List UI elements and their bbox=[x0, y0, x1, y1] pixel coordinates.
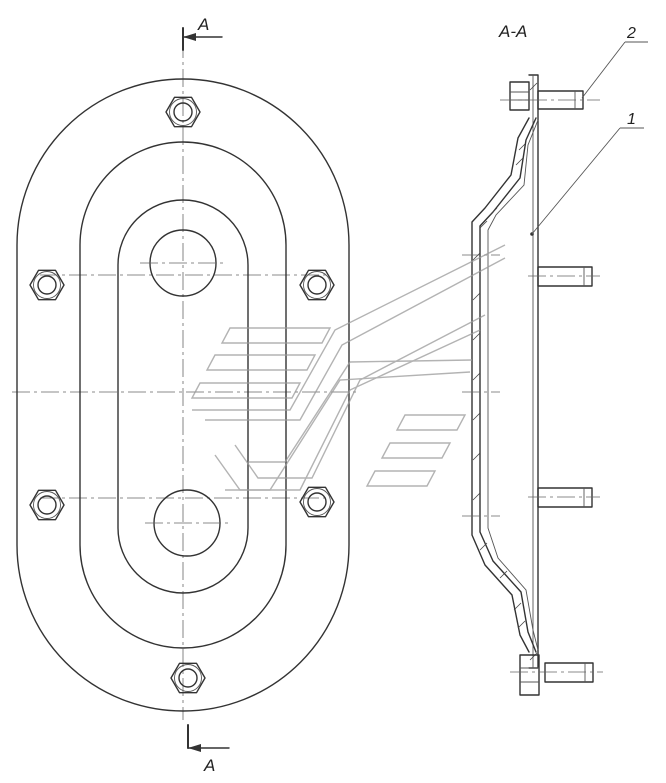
stud-lower bbox=[528, 487, 600, 508]
cover-wall-outer bbox=[471, 117, 530, 653]
bolt-nut-right-lower bbox=[299, 486, 335, 518]
callout-2-label: 2 bbox=[626, 25, 636, 42]
callout-1-label: 1 bbox=[627, 111, 636, 128]
section-hatch bbox=[472, 82, 538, 661]
front-view: A A bbox=[12, 15, 360, 775]
section-letter-bottom: A bbox=[203, 756, 215, 775]
bolt-nut-left-lower bbox=[29, 489, 65, 521]
watermark-logo bbox=[190, 244, 506, 491]
bolt-bottom-section bbox=[510, 654, 603, 696]
cover-recess bbox=[117, 199, 249, 594]
flange-plate bbox=[528, 74, 539, 669]
section-view: A-A bbox=[462, 22, 648, 696]
bolt-nut-bottom bbox=[170, 662, 206, 694]
cover-bead bbox=[79, 141, 287, 649]
section-title: A-A bbox=[498, 22, 527, 41]
cover-wall-inner bbox=[479, 117, 537, 653]
bolt-top-section bbox=[500, 81, 600, 111]
callout-1: 1 bbox=[530, 111, 644, 236]
stud-upper bbox=[528, 266, 600, 287]
callout-2: 2 bbox=[581, 25, 648, 99]
flange-outline bbox=[16, 78, 350, 712]
section-letter-top: A bbox=[197, 15, 209, 34]
